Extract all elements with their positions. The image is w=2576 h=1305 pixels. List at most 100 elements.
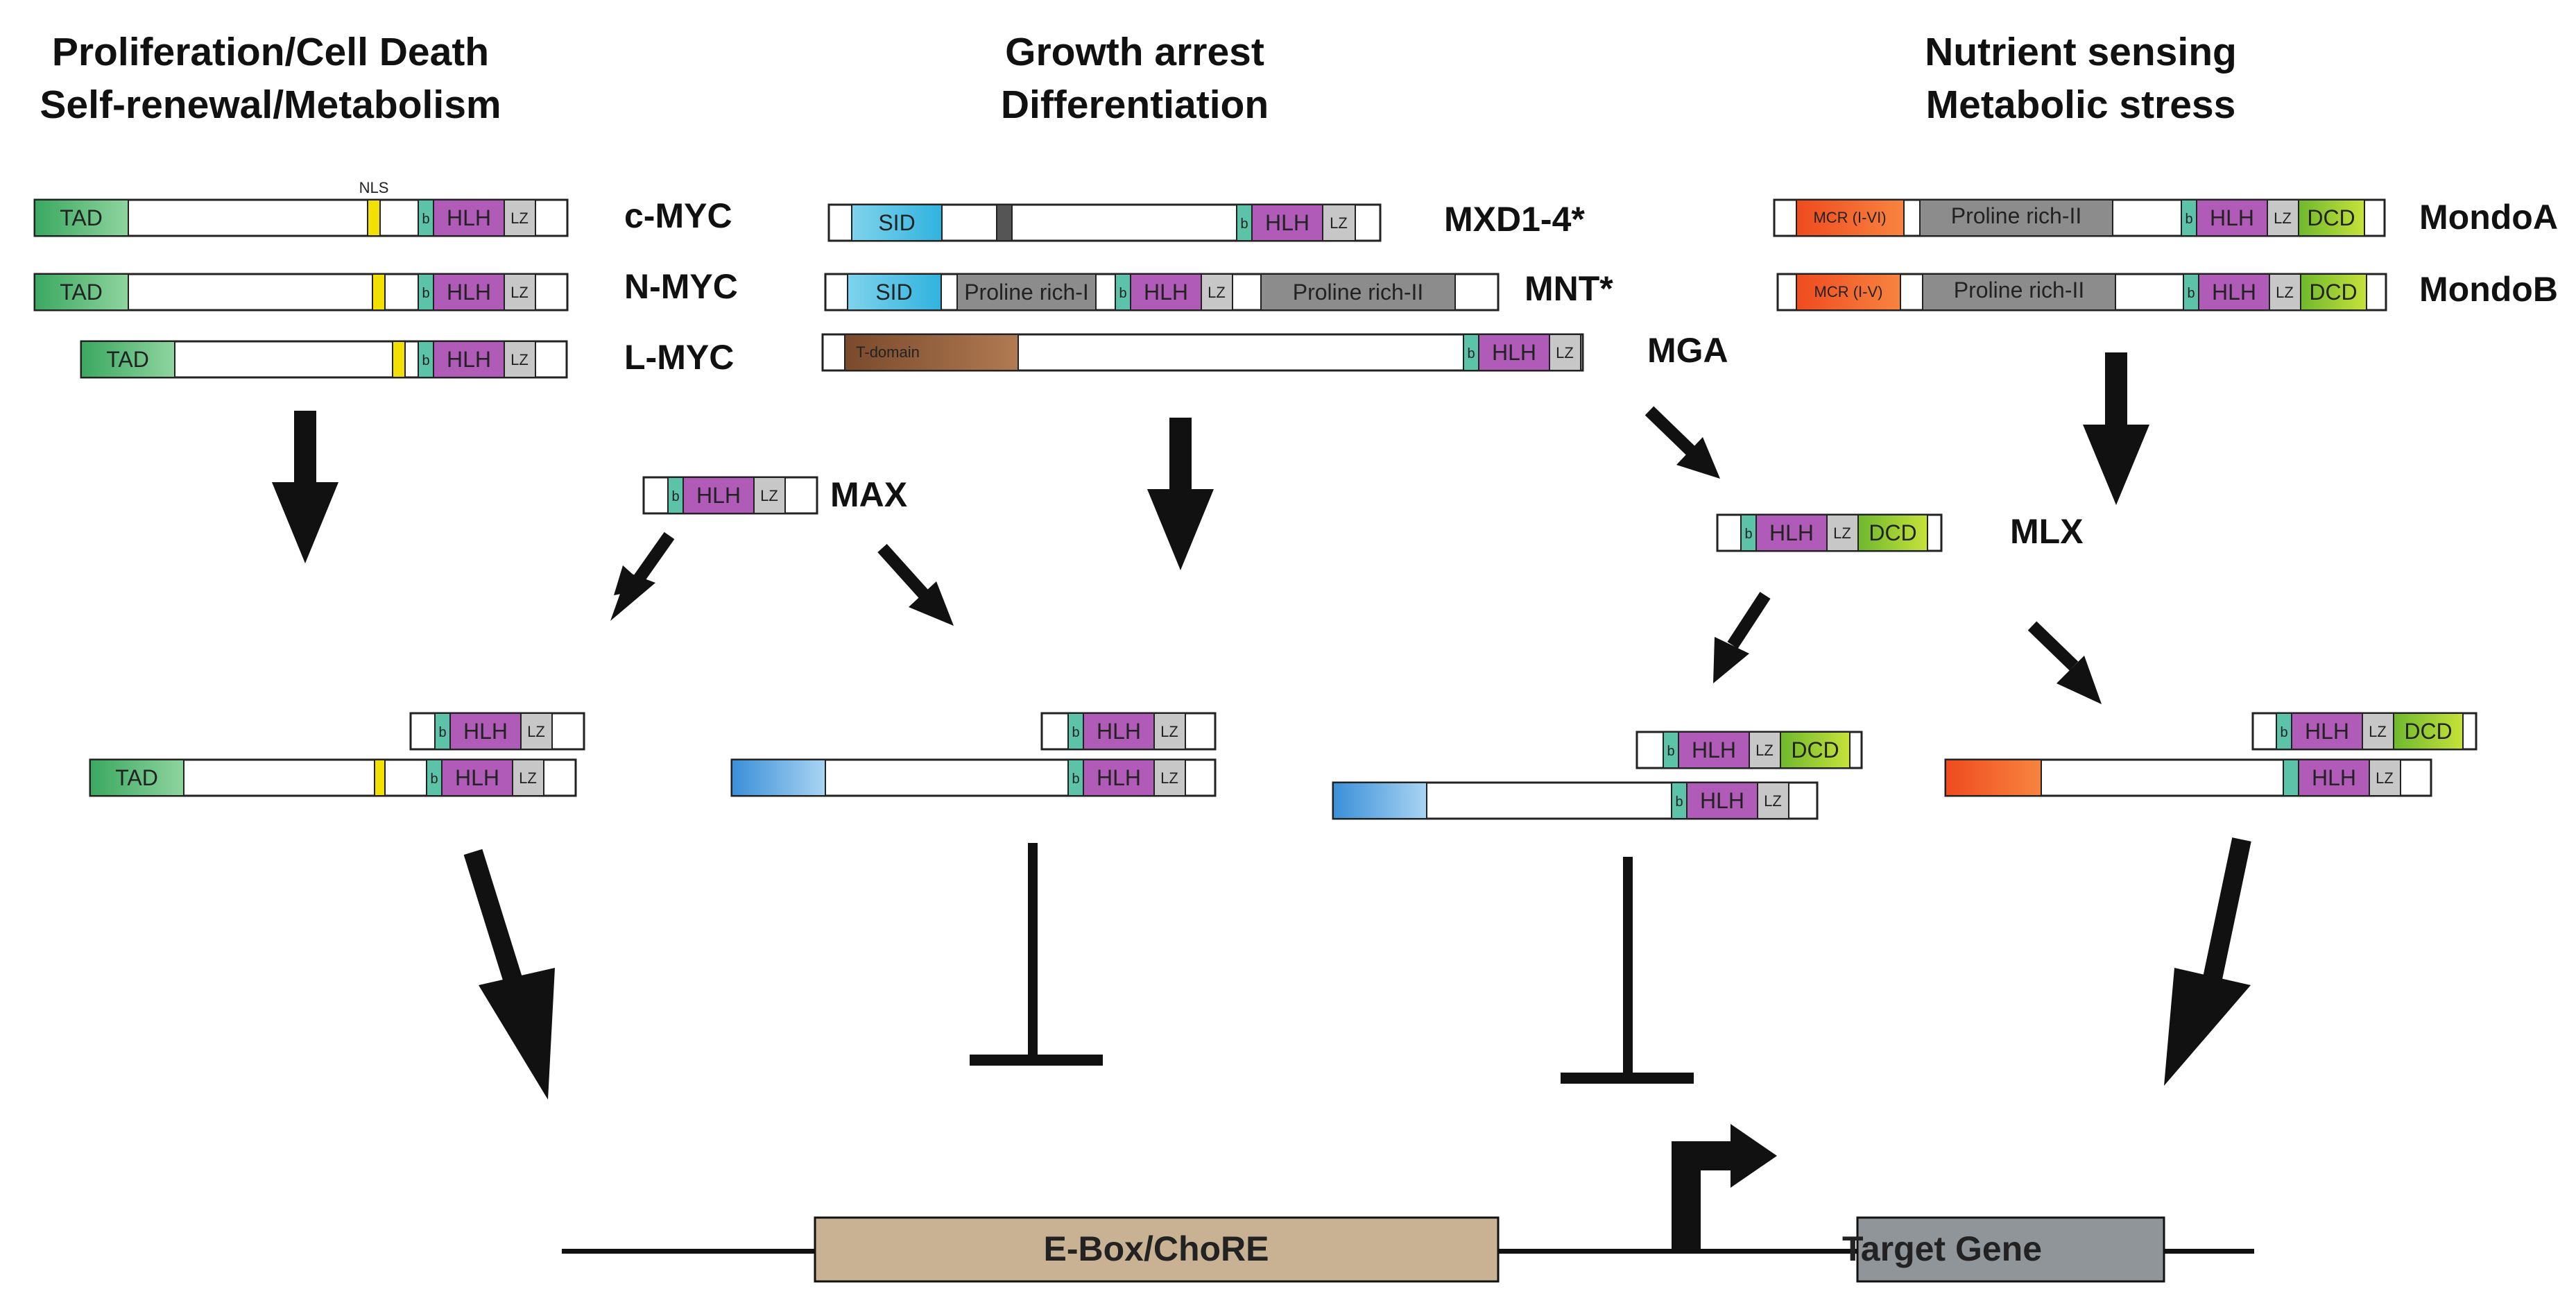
basic-label: b: [1667, 744, 1674, 759]
basic-label: b: [1240, 216, 1248, 232]
basic-label: b: [1467, 346, 1475, 361]
mxd-mlx-dimer: b HLH LZ DCD b HLH LZ: [1332, 731, 1863, 820]
c-myc-protein: TAD NLS b HLH LZ: [33, 179, 569, 237]
heading-growth-arrest-line1: Growth arrest: [1005, 30, 1264, 74]
hlh-label: HLH: [1769, 520, 1814, 545]
hlh-label: HLH: [1144, 280, 1188, 305]
ebox-label: E-Box/ChoRE: [1044, 1229, 1269, 1268]
max-protein: b HLH LZ: [642, 476, 818, 515]
lz-label: LZ: [760, 487, 778, 504]
lz-label: LZ: [1833, 524, 1851, 542]
basic-label: b: [422, 212, 429, 227]
dcd-label: DCD: [1869, 520, 1916, 545]
mnt-protein: SID Proline rich-I b HLH LZ Proline rich…: [824, 273, 1500, 312]
t-domain-label: T-domain: [856, 343, 920, 361]
lz-label: LZ: [1208, 284, 1226, 301]
mondoa-protein: MCR (I-VI) Proline rich-II b HLH LZ DCD: [1773, 198, 2386, 237]
mondo-mlx-dimer: b HLH LZ DCD HLH LZ: [1944, 712, 2478, 797]
dcd-label: DCD: [2309, 280, 2357, 305]
heading-growth-arrest-line2: Differentiation: [1001, 83, 1269, 127]
hlh-label: HLH: [696, 483, 741, 508]
n-myc-name: N-MYC: [624, 267, 738, 306]
mondob-protein: MCR (I-V) Proline rich-II b HLH LZ DCD: [1776, 273, 2387, 312]
myc-max-dimer: b HLH LZ TAD b HLH LZ: [89, 712, 585, 797]
l-myc-name: L-MYC: [624, 338, 734, 377]
nls-label: NLS: [359, 179, 389, 196]
lz-label: LZ: [519, 769, 537, 787]
tad-label: TAD: [60, 205, 103, 230]
heading-nutrient-line2: Metabolic stress: [1926, 83, 2236, 127]
basic-label: b: [1744, 527, 1752, 542]
hlh-label: HLH: [1692, 737, 1736, 762]
basic-label: b: [2280, 725, 2287, 740]
lz-label: LZ: [1556, 344, 1574, 361]
n-myc-protein: TAD b HLH LZ: [33, 273, 569, 312]
arrow-mlx-to-mxd-dimer: [1713, 592, 1771, 683]
hlh-label: HLH: [455, 765, 499, 790]
hlh-label: HLH: [463, 719, 508, 744]
basic-label: b: [422, 353, 429, 368]
arrow-myc-activates: [463, 848, 555, 1100]
mnt-name: MNT*: [1525, 269, 1613, 308]
hlh-label: HLH: [447, 280, 491, 305]
basic-label: b: [422, 286, 429, 301]
tad-label: TAD: [60, 280, 103, 305]
mlx-name: MLX: [2010, 512, 2084, 551]
arrow-mga-to-mlx: [1645, 406, 1720, 479]
basic-label: b: [1675, 794, 1683, 810]
repression-bar-mxd-max: [970, 843, 1103, 1066]
lz-label: LZ: [1160, 769, 1178, 787]
mcr-label: MCR (I-VI): [1813, 209, 1886, 226]
lz-label: LZ: [510, 351, 529, 368]
hlh-label: HLH: [2312, 765, 2356, 790]
repression-bar-mxd-mlx: [1561, 857, 1694, 1084]
proline-rich-ii-label: Proline rich-II: [1293, 280, 1424, 305]
sid-label: SID: [875, 280, 912, 305]
mondob-name: MondoB: [2419, 270, 2558, 309]
lz-label: LZ: [527, 723, 545, 740]
basic-label: b: [2185, 212, 2192, 227]
c-myc-name: c-MYC: [624, 196, 732, 235]
lz-label: LZ: [1330, 214, 1348, 232]
basic-label: b: [430, 771, 438, 787]
hlh-label: HLH: [1492, 340, 1536, 365]
arrow-myc-down: [272, 411, 338, 563]
arrow-mxd-down: [1147, 418, 1214, 570]
mxd-max-dimer: b HLH LZ b HLH LZ: [730, 712, 1217, 797]
basic-label: b: [2187, 286, 2195, 301]
ebox-element: E-Box/ChoRE: [814, 1216, 1500, 1283]
lz-label: LZ: [2376, 769, 2394, 787]
hlh-label: HLH: [2305, 719, 2349, 744]
lz-label: LZ: [2276, 284, 2294, 301]
heading-proliferation-line2: Self-renewal/Metabolism: [40, 83, 501, 127]
lz-label: LZ: [510, 284, 529, 301]
arrow-mlx-to-mondo-dimer: [2027, 621, 2102, 704]
dcd-label: DCD: [2307, 205, 2355, 230]
proline-rich-i-label: Proline rich-I: [964, 280, 1089, 305]
dcd-label: DCD: [2404, 719, 2452, 744]
target-gene-label: Target Gene: [1842, 1229, 2042, 1268]
hlh-label: HLH: [1097, 765, 1141, 790]
basic-label: b: [438, 725, 446, 740]
mxd-name: MXD1-4*: [1444, 200, 1585, 239]
mga-name: MGA: [1647, 331, 1728, 370]
basic-label: b: [1119, 286, 1126, 301]
lz-label: LZ: [1160, 723, 1178, 740]
target-gene-box: Target Gene: [1842, 1216, 2165, 1283]
l-myc-protein: TAD b HLH LZ: [80, 340, 568, 379]
dcd-label: DCD: [1791, 737, 1839, 762]
transcription-start-arrow: [1672, 1124, 1777, 1252]
hlh-label: HLH: [1265, 210, 1310, 235]
lz-label: LZ: [2274, 210, 2292, 227]
mxd-protein: SID b HLH LZ: [827, 203, 1382, 242]
heading-proliferation-line1: Proliferation/Cell Death: [52, 30, 489, 74]
tad-label: TAD: [106, 347, 149, 372]
hlh-label: HLH: [1097, 719, 1141, 744]
lz-label: LZ: [1764, 792, 1782, 810]
max-name: MAX: [830, 475, 907, 514]
mcr-label: MCR (I-V): [1814, 283, 1883, 300]
hlh-label: HLH: [2210, 205, 2254, 230]
hlh-label: HLH: [447, 205, 491, 230]
hlh-label: HLH: [1700, 788, 1744, 813]
lz-label: LZ: [1755, 742, 1774, 759]
